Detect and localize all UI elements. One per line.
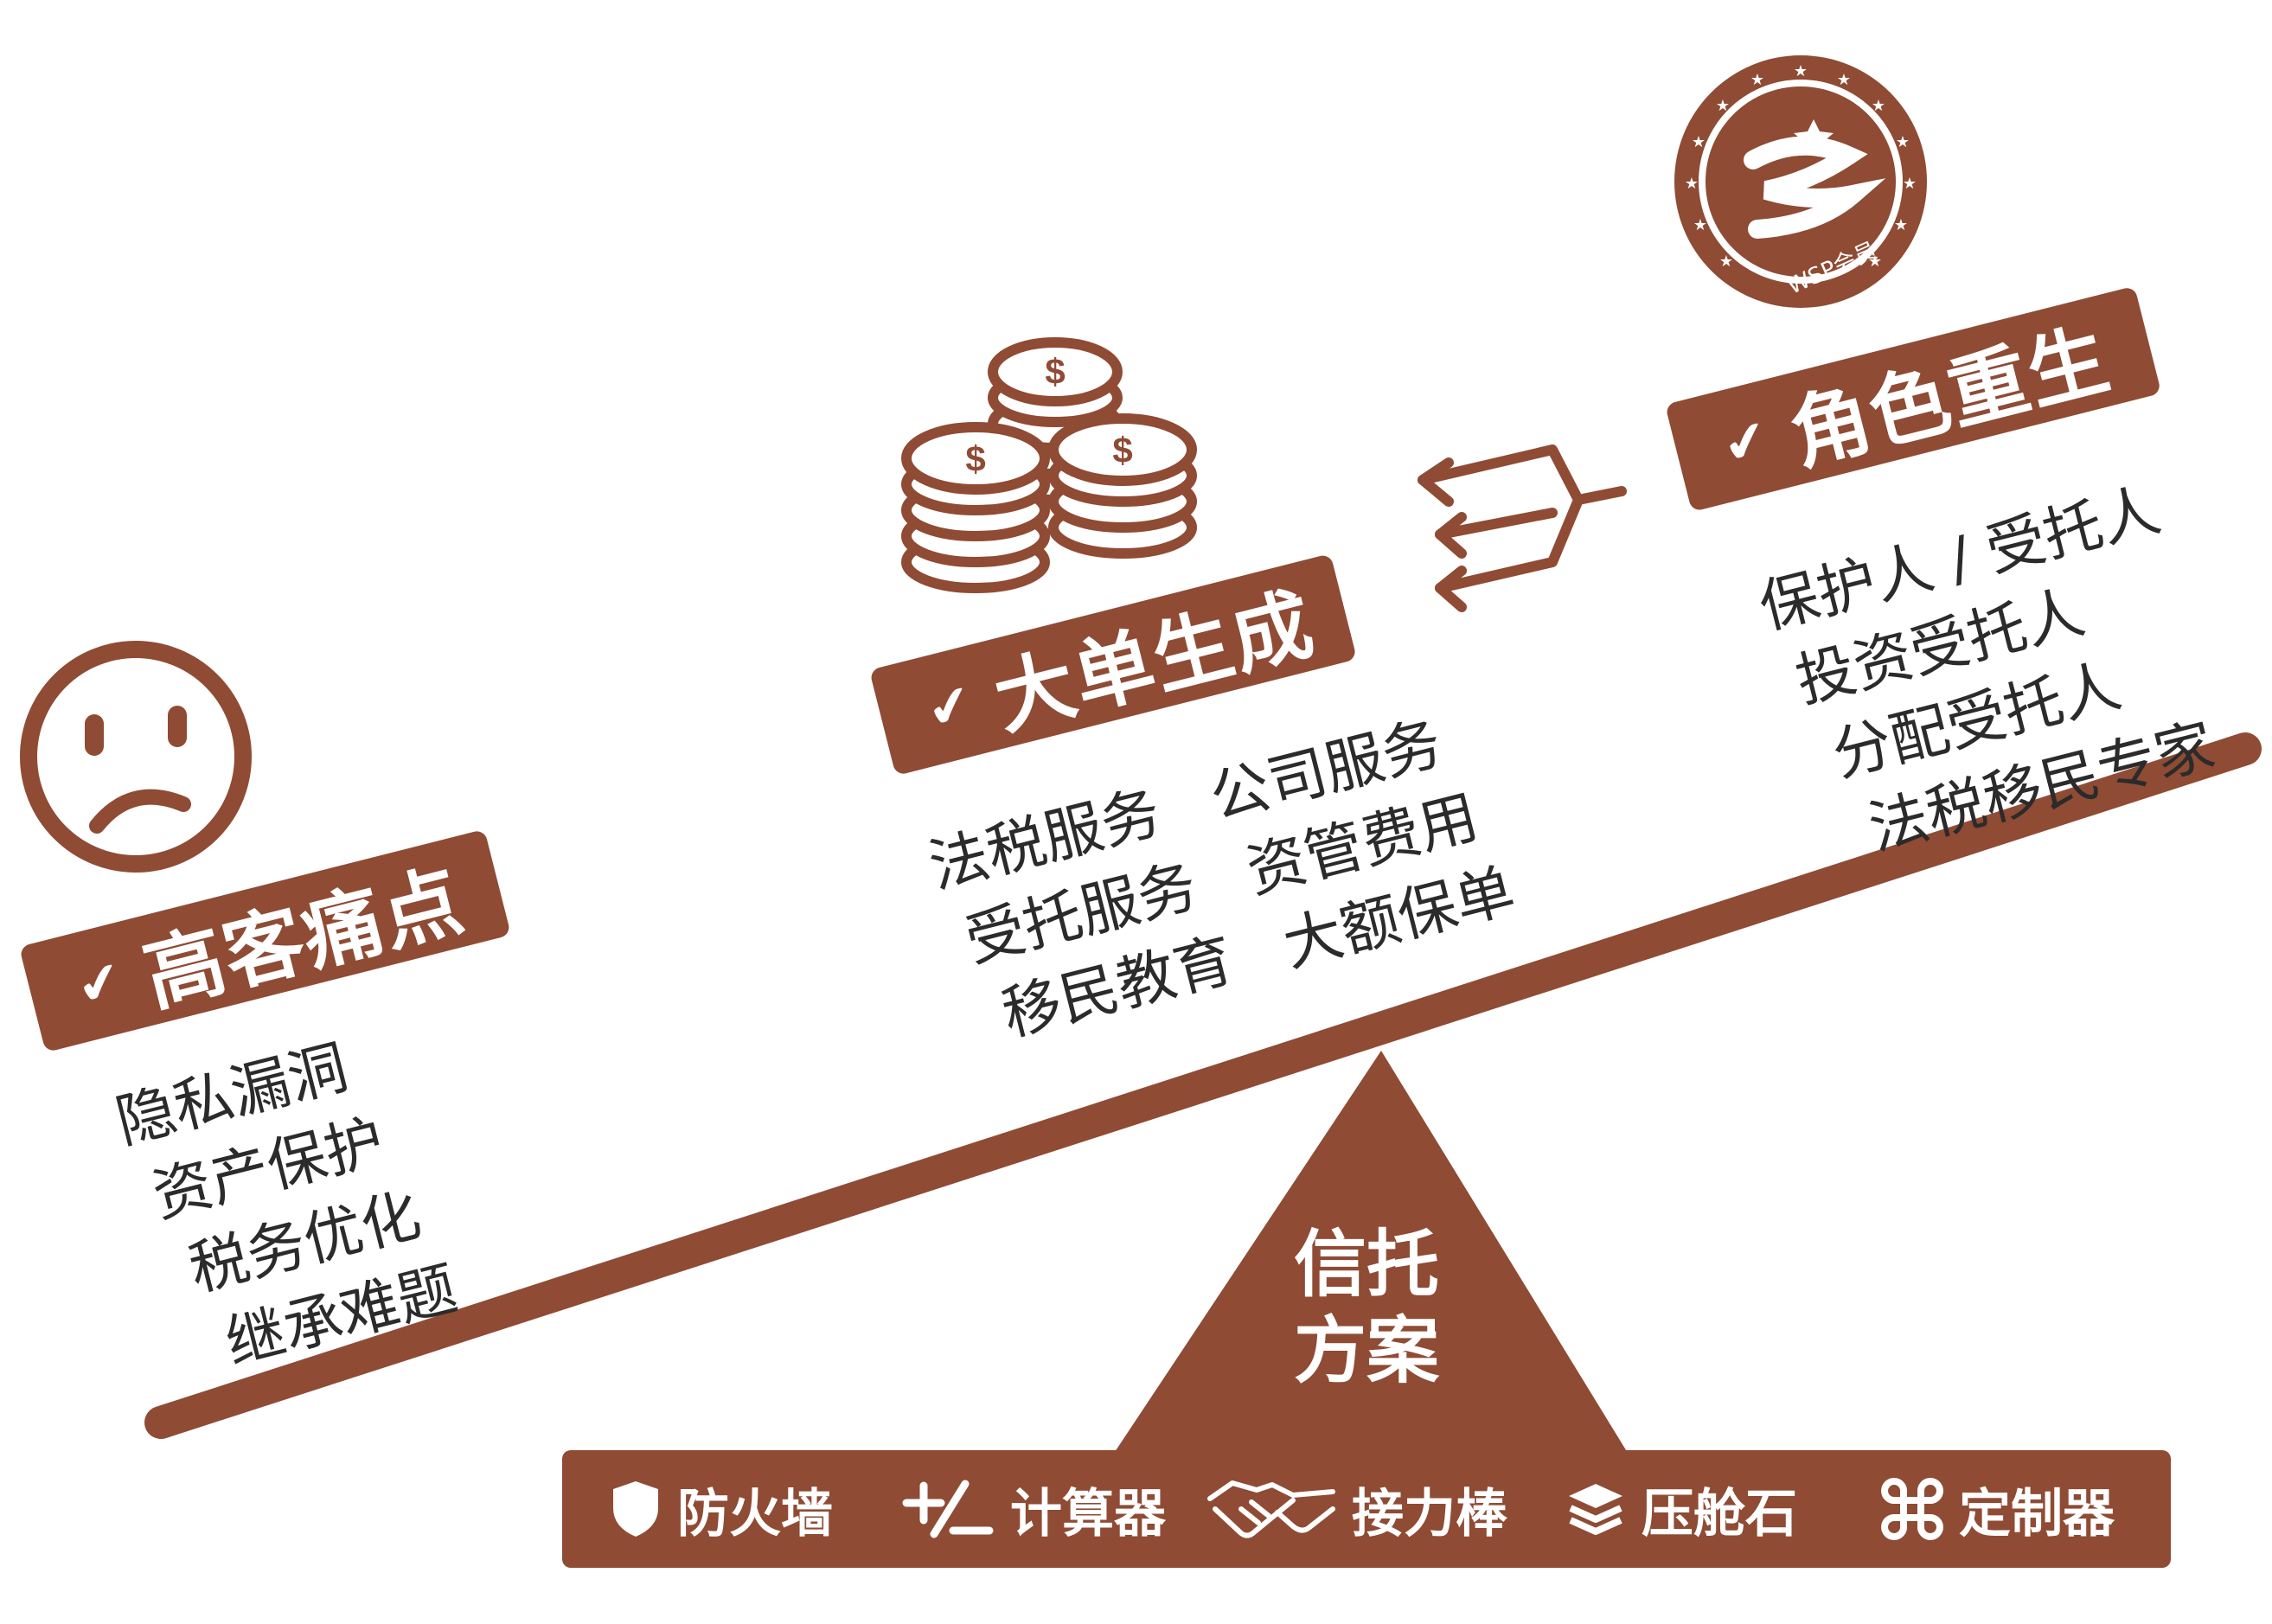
svg-text:★: ★ xyxy=(1692,133,1706,151)
tool-calculator: 计算器 xyxy=(899,1450,1166,1568)
svg-text:★: ★ xyxy=(1896,133,1910,151)
tool-baton: 接力棒 xyxy=(1206,1450,1507,1568)
svg-text:★: ★ xyxy=(1685,175,1699,193)
layers-icon xyxy=(1569,1484,1622,1535)
svg-text:$: $ xyxy=(965,438,985,479)
tool-label: 接力棒 xyxy=(1352,1483,1507,1544)
fulcrum-triangle xyxy=(1111,1051,1630,1457)
fulcrum-line-2: 方案 xyxy=(1293,1308,1439,1393)
fulcrum-label: 信托 方案 xyxy=(1237,1221,1496,1394)
svg-text:★: ★ xyxy=(1903,175,1917,193)
split-arrows-icon xyxy=(1418,444,1627,612)
tool-label: 定制器 xyxy=(1959,1483,2115,1544)
wsp-member-badge-icon: ★★★ ★★★ ★★★ ★★★ ★ WSP会员 xyxy=(1674,55,1927,308)
check-icon: ✔ xyxy=(919,669,980,743)
plus-minus-icon xyxy=(902,1480,994,1538)
tools-bar: 防火墙 计算器 接力棒 压舱石 xyxy=(562,1450,2171,1568)
tool-ballast: 压舱石 xyxy=(1565,1450,1797,1568)
tool-label: 压舱石 xyxy=(1642,1483,1797,1544)
shield-icon xyxy=(613,1481,658,1537)
tool-firewall: 防火墙 xyxy=(610,1450,833,1568)
svg-text:★: ★ xyxy=(1719,253,1733,271)
sad-face-icon xyxy=(20,641,252,873)
check-icon: ✔ xyxy=(1716,405,1776,478)
coin-stack-icon: $ $ $ xyxy=(901,337,1197,593)
tool-label: 计算器 xyxy=(1010,1483,1166,1544)
svg-text:★: ★ xyxy=(1750,71,1764,89)
svg-text:★: ★ xyxy=(1794,62,1808,80)
fulcrum-line-1: 信托 xyxy=(1293,1222,1439,1307)
tool-customizer: 定制器 xyxy=(1881,1450,2115,1568)
svg-text:★: ★ xyxy=(1693,216,1707,234)
svg-text:★: ★ xyxy=(1837,71,1851,89)
command-icon xyxy=(1881,1478,1943,1540)
svg-text:★: ★ xyxy=(1872,97,1885,115)
tool-label: 防火墙 xyxy=(677,1483,833,1544)
svg-text:★: ★ xyxy=(1716,97,1730,115)
svg-text:$: $ xyxy=(1112,430,1132,470)
handshake-icon xyxy=(1207,1480,1335,1538)
svg-text:$: $ xyxy=(1045,351,1065,392)
check-icon: ✔ xyxy=(69,946,130,1020)
svg-text:★: ★ xyxy=(1868,253,1882,271)
svg-text:★: ★ xyxy=(1894,216,1908,234)
